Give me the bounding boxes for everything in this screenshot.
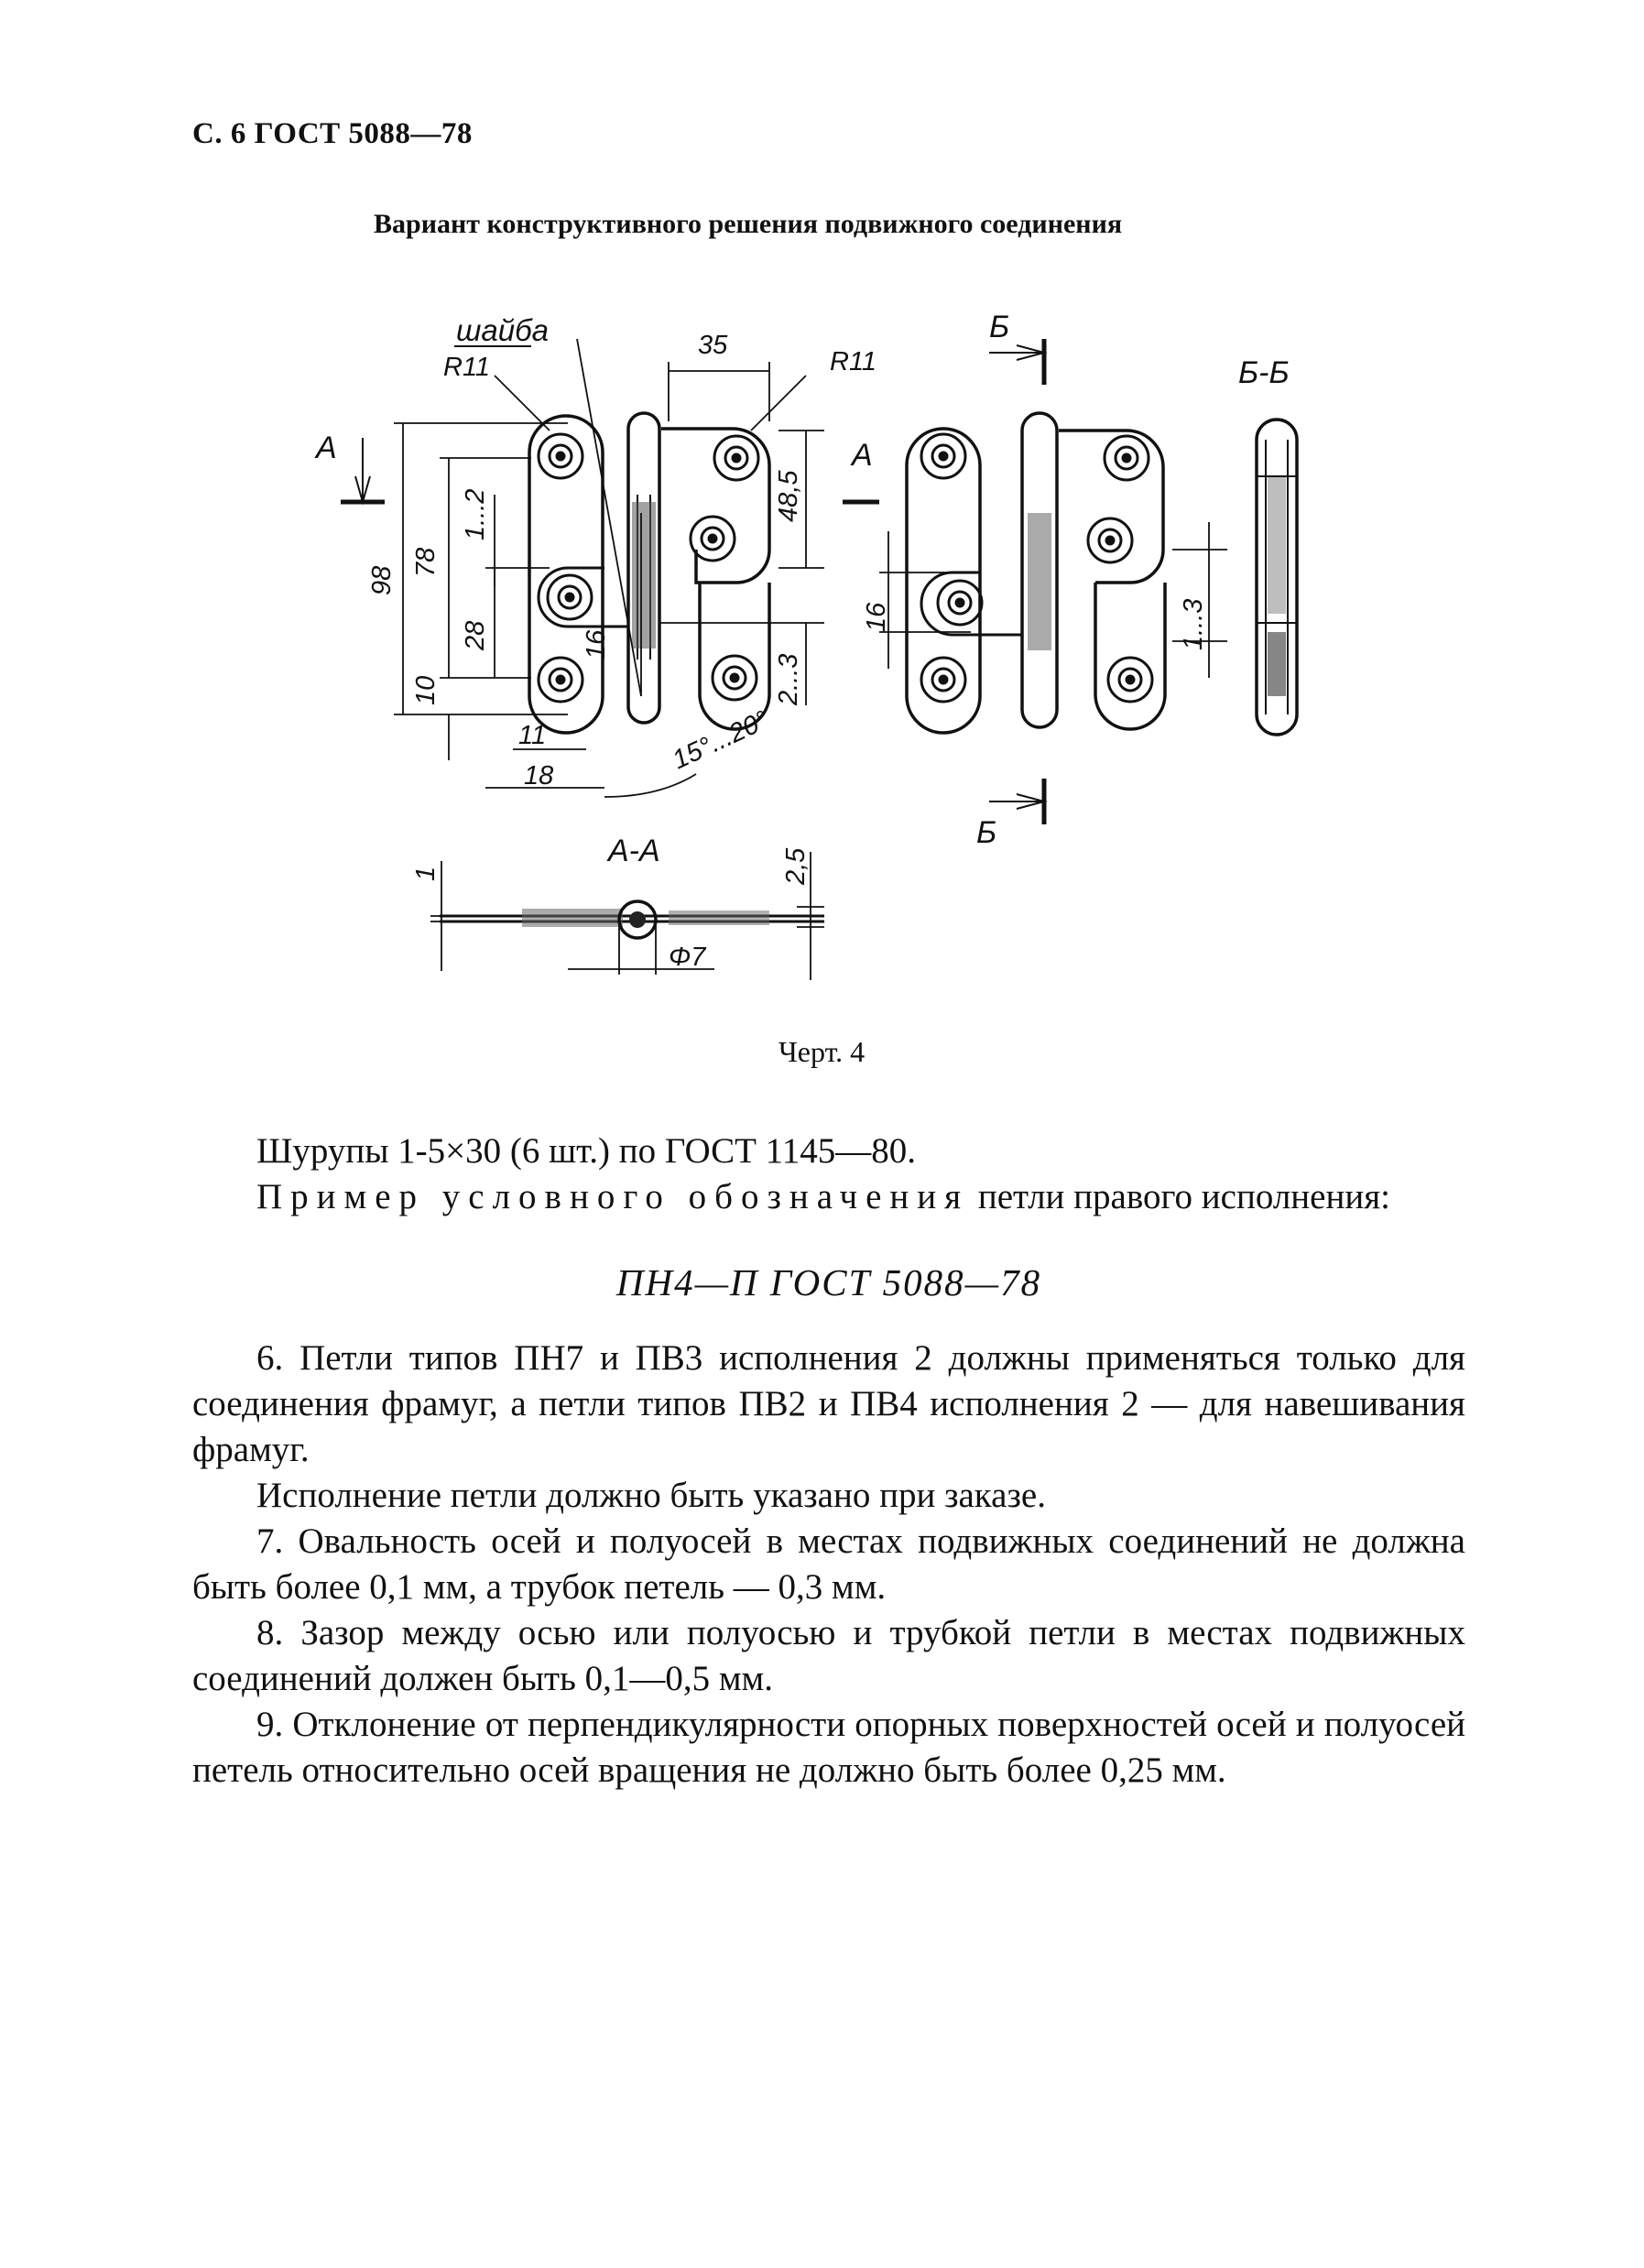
label-dim-78: 78: [411, 548, 441, 577]
label-view-a-left: А: [314, 431, 337, 465]
paragraph-7: 7. Овальность осей и полуосей в местах п…: [192, 1521, 1465, 1607]
label-dim-phi7: Φ7: [669, 943, 707, 972]
label-dim-2-3: 2...3: [774, 654, 803, 706]
screws-note: Шурупы 1-5×30 (6 шт.) по ГОСТ 1145—80.: [256, 1131, 916, 1171]
label-section-bb: Б-Б: [1238, 355, 1290, 390]
section-bb-view: [1255, 418, 1299, 736]
label-view-b-bottom: Б: [976, 815, 996, 850]
label-dim-1: 1: [411, 867, 441, 881]
paragraph-6-note: Исполнение петли должно быть указано при…: [256, 1476, 1046, 1515]
label-angle: 15°...20°: [668, 705, 773, 775]
label-r11-right: R11: [830, 347, 876, 376]
label-dim-10: 10: [411, 676, 441, 705]
label-view-a-right: А: [850, 438, 873, 473]
drawing-title: Вариант конструктивного решения подвижно…: [374, 209, 1123, 239]
label-dim-48-5: 48,5: [774, 470, 803, 522]
label-view-b-top: Б: [989, 310, 1009, 344]
label-r11-left: R11: [443, 353, 490, 382]
middle-hinge-view: [879, 339, 1227, 824]
page-header: С. 6 ГОСТ 5088—78: [192, 117, 473, 150]
left-hinge-view: [341, 338, 879, 798]
designation-intro-rest: петли правого исполнения:: [969, 1177, 1390, 1216]
paragraph-6: 6. Петли типов ПН7 и ПВ3 исполнения 2 до…: [192, 1338, 1465, 1469]
label-dim-28: 28: [461, 621, 490, 651]
section-aa-view: [430, 852, 824, 980]
label-dim-98: 98: [367, 566, 397, 595]
paragraph-9: 9. Отклонение от перпендикулярности опор…: [192, 1705, 1465, 1790]
label-dim-18: 18: [524, 761, 553, 791]
label-dim-1-2: 1...2: [461, 489, 490, 540]
label-dim-1-3: 1...3: [1179, 599, 1208, 650]
label-washer: шайба: [456, 313, 549, 347]
label-section-aa: А-А: [606, 834, 660, 868]
paragraph-8: 8. Зазор между осью или полуосью и трубк…: [192, 1613, 1465, 1698]
designation-intro-spaced: Пример условного обозначения: [256, 1177, 970, 1216]
label-dim-16-left: 16: [582, 629, 611, 660]
label-dim-2-5: 2,5: [781, 847, 811, 886]
label-dim-35: 35: [698, 331, 728, 360]
figure-caption: Черт. 4: [778, 1035, 866, 1068]
label-dim-16-mid: 16: [862, 602, 891, 632]
technical-drawing: шайба R11 35 R11 48,5 98 78 1...2 28 16 …: [314, 310, 1299, 980]
designation-example: ПН4—П ГОСТ 5088—78: [615, 1261, 1042, 1303]
label-dim-11: 11: [518, 721, 546, 750]
designation-intro: Пример условного обозначения петли право…: [192, 1174, 1465, 1220]
